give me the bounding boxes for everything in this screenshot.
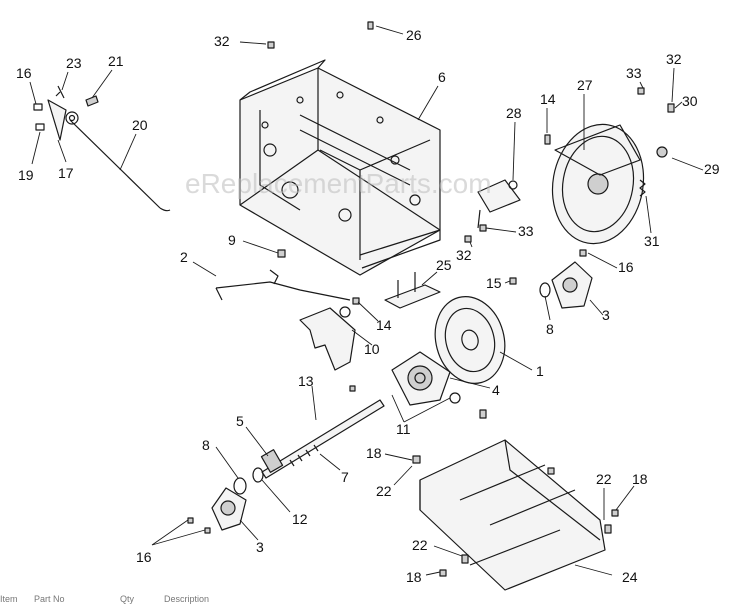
mounting-bracket	[384, 272, 441, 309]
callout-label: 8	[546, 321, 554, 337]
callout-label: 11	[396, 421, 411, 437]
spring	[639, 179, 646, 197]
callout-label: 21	[108, 53, 124, 69]
callout-label: 20	[132, 117, 148, 133]
linkage-bracket	[477, 179, 521, 229]
header-part-no: Part No	[34, 594, 65, 604]
callout-label: 22	[376, 483, 392, 499]
bearing-flange	[391, 351, 451, 406]
callout-label: 3	[256, 539, 264, 555]
callout-label: 26	[406, 27, 422, 43]
callout-label: 5	[236, 413, 244, 429]
callout-label: 8	[202, 437, 210, 453]
bearing-flange-lower	[211, 487, 247, 531]
callout-label: 33	[626, 65, 642, 81]
callout-numbers: 32 26 16 23 21 6 14 27 33 32 30 28 19 17…	[16, 27, 720, 585]
callout-label: 18	[632, 471, 648, 487]
auger-housing	[239, 59, 441, 276]
callout-label: 13	[298, 373, 314, 389]
callout-label: 32	[456, 247, 472, 263]
drive-pulley	[434, 295, 506, 385]
shaft-collar	[233, 449, 284, 495]
cable-rod	[47, 99, 171, 212]
drive-cable	[215, 269, 351, 301]
callout-label: 33	[518, 223, 534, 239]
header-item: Item	[0, 594, 18, 604]
callout-label: 17	[58, 165, 74, 181]
callout-label: 14	[540, 91, 556, 107]
callout-label: 19	[18, 167, 34, 183]
callout-label: 15	[486, 275, 502, 291]
callout-label: 10	[364, 341, 380, 357]
drive-shaft	[261, 399, 385, 479]
callout-label: 18	[406, 569, 422, 585]
bearing-flange-right	[539, 261, 593, 309]
callout-label: 25	[436, 257, 452, 273]
callout-label: 16	[618, 259, 634, 275]
callout-label: 6	[438, 69, 446, 85]
callout-label: 32	[666, 51, 682, 67]
watermark: eReplacementParts.com	[185, 168, 492, 199]
callout-label: 16	[136, 549, 152, 565]
header-description: Description	[164, 594, 210, 604]
leader-lines	[29, 25, 704, 576]
callout-label: 18	[366, 445, 382, 461]
callout-label: 14	[376, 317, 392, 333]
callout-label: 3	[602, 307, 610, 323]
callout-label: 24	[622, 569, 638, 585]
callout-label: 28	[506, 105, 522, 121]
callout-label: 1	[536, 363, 544, 379]
callout-label: 2	[180, 249, 188, 265]
impeller-pulley	[551, 123, 645, 245]
callout-label: 7	[341, 469, 349, 485]
parts-table-header: Item Part No Qty Description	[0, 594, 750, 604]
lever-bracket	[299, 306, 356, 371]
callout-label: 29	[704, 161, 720, 177]
callout-label: 32	[214, 33, 230, 49]
callout-label: 12	[292, 511, 308, 527]
callout-label: 27	[577, 77, 593, 93]
callout-label: 31	[644, 233, 660, 249]
callout-label: 22	[412, 537, 428, 553]
callout-label: 22	[596, 471, 612, 487]
callout-label: 4	[492, 382, 500, 398]
hardware-misc	[187, 21, 675, 577]
bottom-pan	[419, 439, 606, 591]
header-qty: Qty	[120, 594, 135, 604]
callout-label: 16	[16, 65, 32, 81]
callout-label: 9	[228, 232, 236, 248]
small-hardware-left	[33, 85, 99, 131]
washer-11	[449, 392, 461, 404]
callout-label: 30	[682, 93, 698, 109]
callout-label: 23	[66, 55, 82, 71]
